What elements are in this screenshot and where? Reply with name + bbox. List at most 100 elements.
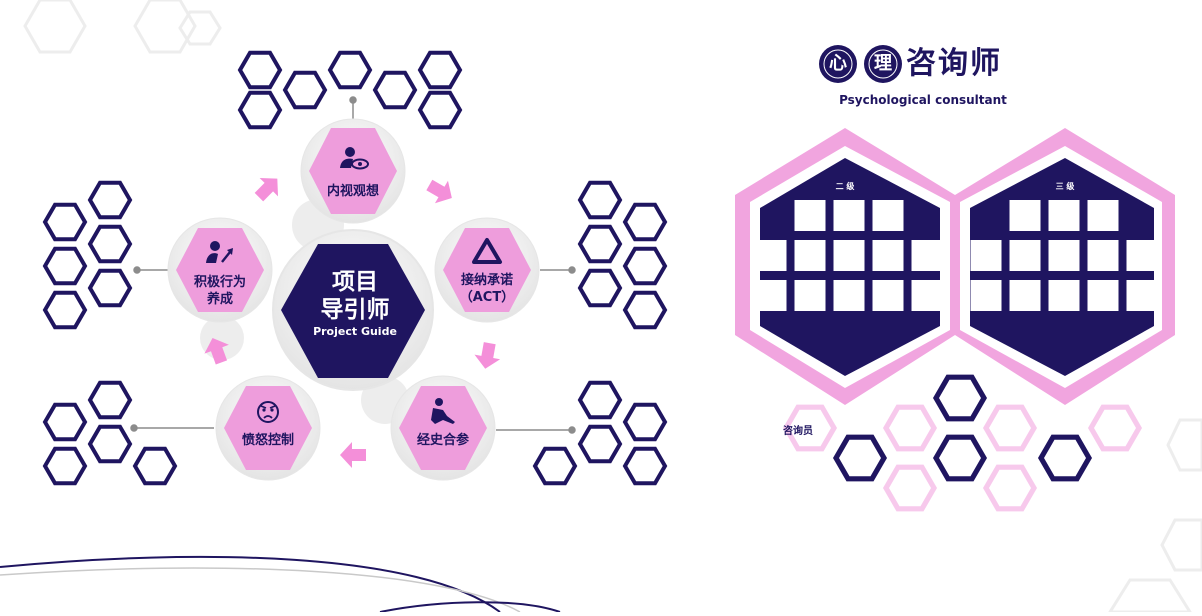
decorative-hexagon (622, 290, 668, 330)
title-char-reason: 理 (874, 53, 892, 74)
decorative-hexagon (87, 224, 133, 264)
decorative-hexagon (132, 446, 178, 486)
photo-slot (1048, 280, 1080, 311)
decorative-hexagon (87, 380, 133, 420)
decorative-hexagon (622, 202, 668, 242)
decorative-hexagon (622, 446, 668, 486)
photo-slot (970, 280, 1002, 311)
decorative-hexagon (42, 246, 88, 286)
decorative-hexagon (577, 224, 623, 264)
cycle-arrows (204, 177, 501, 468)
photo-slot (1087, 280, 1119, 311)
arrow-left-icon (340, 442, 366, 468)
node-history-label: 经史合参 (416, 433, 469, 448)
decorative-hexagon (237, 90, 283, 130)
center-hexagon (281, 244, 425, 378)
photo-slot (1048, 200, 1080, 231)
decorative-hexagon (42, 402, 88, 442)
node-anger-label: 愤怒控制 (241, 433, 294, 448)
arrow-down-icon (474, 342, 501, 369)
photo-slot (755, 240, 787, 271)
decorative-hexagon (622, 246, 668, 286)
decorative-hexagon (87, 424, 133, 464)
counselor-hex-cluster (783, 374, 1142, 512)
photo-slot (794, 200, 826, 231)
sitting-person-icon (431, 398, 455, 424)
consultant-subtitle: Psychological consultant (839, 93, 1007, 107)
counselor-hexagon-inner (989, 409, 1031, 447)
center-title: 项目 (332, 269, 378, 295)
triangle-icon (472, 238, 502, 264)
photo-slot (794, 280, 826, 311)
node-icons (206, 147, 502, 424)
photo-slot (833, 280, 865, 311)
photo-slot (1009, 280, 1041, 311)
decorative-hexagon (577, 268, 623, 308)
center-title-second-line: 导引师 (320, 297, 390, 323)
photo-slot (1048, 240, 1080, 271)
photo-slot (1087, 240, 1119, 271)
counselor-hexagon-inner (789, 409, 831, 447)
title-char-heart: 心 (829, 53, 847, 74)
counselor-hexagon-inner (889, 469, 931, 507)
decorative-hexagon (237, 50, 283, 90)
decorative-hexagon (42, 290, 88, 330)
decorative-hexagon (417, 90, 463, 130)
counselor-hexagon-inner (989, 469, 1031, 507)
bottom-swoosh (0, 555, 561, 613)
photo-slot (833, 240, 865, 271)
photo-slot (872, 240, 904, 271)
decorative-hexagon (42, 202, 88, 242)
connector-lines (130, 96, 576, 434)
photo-slot (872, 280, 904, 311)
photo-slot (1126, 240, 1158, 271)
decorative-hexagon (577, 380, 623, 420)
angry-face-icon (257, 401, 279, 423)
decorative-hexagon (532, 446, 578, 486)
photo-slot (833, 200, 865, 231)
photo-slot (1087, 200, 1119, 231)
photo-slot (794, 240, 826, 271)
counselor-label: 咨询员 (783, 426, 813, 437)
photo-slot (1009, 240, 1041, 271)
title-consultant: 咨询师 (906, 46, 1002, 81)
node-behavior-label: 积极行为 养成 (180, 274, 260, 308)
decorative-hexagon (622, 402, 668, 442)
consultant-panel (735, 128, 1175, 405)
photo-slot (755, 280, 787, 311)
center-title-block: 项目 导引师 Project Guide (300, 268, 410, 340)
node-act-label-line1: 接纳承诺 (460, 273, 513, 288)
title-badges (819, 45, 902, 83)
counselor-hexagon-inner (1094, 409, 1136, 447)
photo-slot (911, 280, 943, 311)
node-act-label: 接纳承诺 （ACT） (447, 272, 527, 306)
node-behavior-label-line1: 积极行为 (193, 275, 246, 290)
photo-slot (970, 240, 1002, 271)
photo-slot (1009, 200, 1041, 231)
decorative-hexagon (42, 446, 88, 486)
photo-slot (872, 200, 904, 231)
node-hexagons (176, 128, 531, 470)
counselor-hexagon-inner (939, 439, 981, 477)
person-growth-icon (206, 241, 233, 263)
node-introspection-label: 内视观想 (326, 184, 379, 199)
counselor-hexagon-inner (839, 439, 881, 477)
decorative-hexagon (577, 424, 623, 464)
decorative-hexagon (282, 70, 328, 110)
photo-slot (1126, 280, 1158, 311)
counselor-hexagon-inner (939, 379, 981, 417)
person-eye-icon (340, 147, 369, 170)
node-behavior-label-line2: 养成 (206, 292, 233, 307)
decorative-hexagon (87, 180, 133, 220)
decorative-hexagon (327, 50, 373, 90)
photo-slot (911, 240, 943, 271)
counselor-hexagon-inner (889, 409, 931, 447)
background-hex-outlines (23, 0, 1202, 614)
grade-two-label: 二 级 (835, 182, 855, 191)
arrow-up-icon (204, 337, 229, 365)
navy-hex-clusters (42, 50, 668, 486)
center-subtitle: Project Guide (313, 325, 397, 338)
arrow-up-right-icon (254, 177, 279, 202)
